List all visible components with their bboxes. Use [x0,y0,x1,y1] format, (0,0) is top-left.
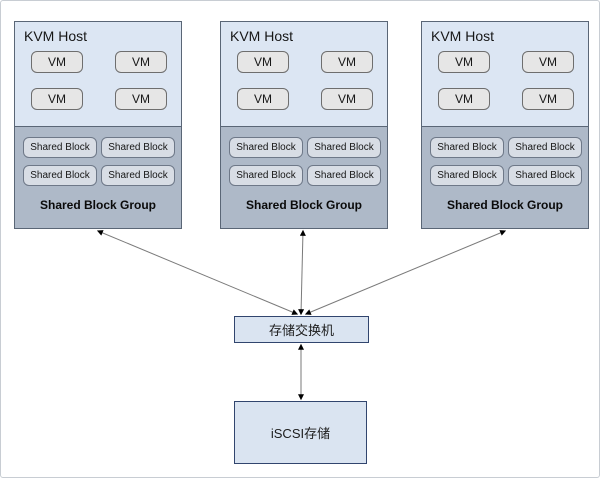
vm-node: VM [522,88,574,110]
host-title: KVM Host [24,28,88,44]
vm-node: VM [438,88,490,110]
vm-node: VM [115,51,167,73]
kvm-host-1: KVM Host VM VM VM VM Shared Block Shared… [14,21,182,229]
vm-node: VM [438,51,490,73]
shared-block-node: Shared Block [101,165,175,186]
shared-block-node: Shared Block [229,165,303,186]
kvm-host-2: KVM Host VM VM VM VM Shared Block Shared… [220,21,388,229]
iscsi-storage-node: iSCSI存储 [234,401,367,464]
shared-block-group: Shared Block Shared Block Shared Block S… [15,126,181,228]
shared-block-node: Shared Block [430,137,504,158]
vm-node: VM [522,51,574,73]
shared-block-node: Shared Block [23,137,97,158]
arrow-host2-to-switch [298,229,306,316]
shared-block-group-label: Shared Block Group [39,198,157,212]
shared-block-node: Shared Block [23,165,97,186]
vm-node: VM [115,88,167,110]
host-title: KVM Host [431,28,495,44]
arrow-host3-to-switch [304,230,507,315]
shared-block-node: Shared Block [307,165,381,186]
shared-block-group: Shared Block Shared Block Shared Block S… [422,126,588,228]
vm-node: VM [321,88,373,110]
shared-block-node: Shared Block [229,137,303,158]
kvm-host-3: KVM Host VM VM VM VM Shared Block Shared… [421,21,589,229]
host-title: KVM Host [230,28,294,44]
vm-node: VM [237,51,289,73]
shared-block-group: Shared Block Shared Block Shared Block S… [221,126,387,228]
vm-node: VM [31,88,83,110]
shared-block-node: Shared Block [508,165,582,186]
arrow-host1-to-switch [96,230,299,315]
vm-node: VM [31,51,83,73]
vm-node: VM [321,51,373,73]
shared-block-node: Shared Block [430,165,504,186]
shared-block-group-label: Shared Block Group [446,198,564,212]
shared-block-group-label: Shared Block Group [245,198,363,212]
vm-node: VM [237,88,289,110]
storage-switch-node: 存储交换机 [234,316,369,343]
shared-block-node: Shared Block [101,137,175,158]
shared-block-node: Shared Block [307,137,381,158]
shared-block-node: Shared Block [508,137,582,158]
